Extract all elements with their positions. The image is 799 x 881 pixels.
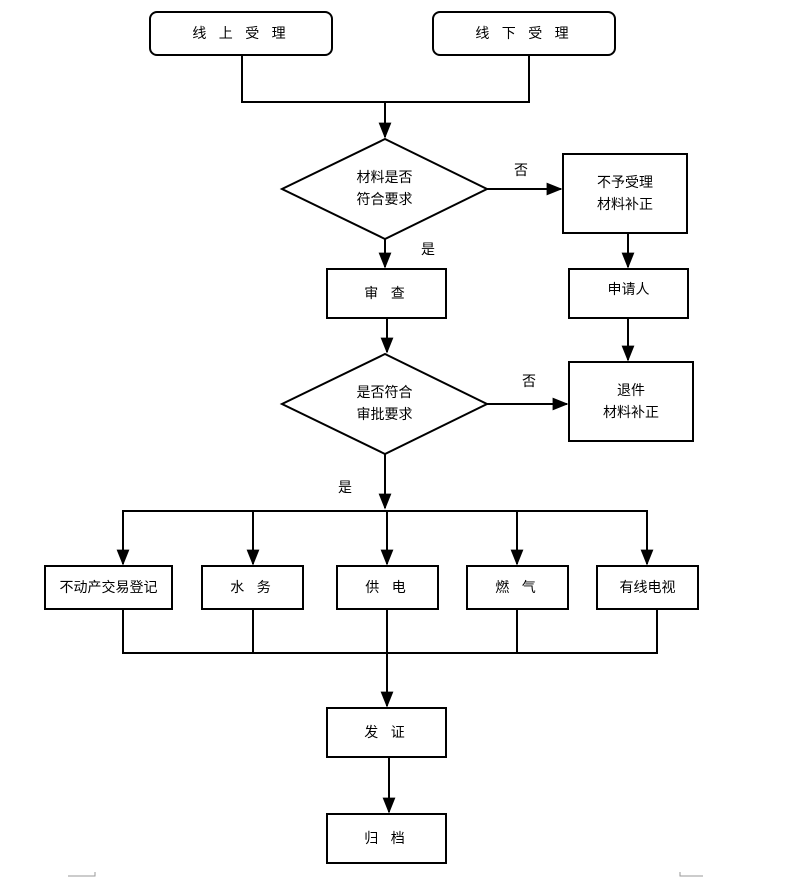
applicant-label: 申请人 — [607, 282, 650, 298]
review-label: 审 查 — [364, 285, 409, 302]
realestate-shape — [44, 565, 173, 610]
decision1-node: 材料是否 符合要求 — [282, 164, 487, 214]
corner-mark-left — [68, 872, 96, 877]
edge-label-yes-1: 是 — [421, 242, 435, 258]
corner-mark-right — [679, 872, 703, 877]
edge-label-no-1: 否 — [514, 163, 528, 179]
offline-node-label: 线 下 受 理 — [475, 25, 573, 42]
certificate-node: 发 证 — [327, 708, 446, 757]
offline-node: 线 下 受 理 — [433, 12, 615, 55]
certificate-label: 发 证 — [364, 724, 409, 741]
gas-node: 燃 气 — [467, 566, 568, 609]
reject1-label-line1: 不予受理 — [597, 174, 653, 191]
realestate-label: 不动产交易登记 — [59, 579, 158, 596]
power-label: 供 电 — [365, 579, 410, 596]
power-node: 供 电 — [337, 566, 438, 609]
certificate-shape — [326, 707, 447, 758]
decision2-label-line1: 是否符合 — [356, 385, 413, 401]
gas-label: 燃 气 — [495, 579, 540, 596]
start-merge-line — [241, 55, 530, 103]
return-label-line2: 材料补正 — [603, 404, 659, 421]
reject1-node: 不予受理 材料补正 — [563, 154, 687, 233]
archive-node: 归 档 — [327, 814, 446, 863]
power-shape — [336, 565, 439, 610]
archive-shape — [326, 813, 447, 864]
reject1-label-line2: 材料补正 — [597, 196, 653, 213]
archive-label: 归 档 — [364, 830, 409, 847]
offline-node-shape — [432, 11, 616, 56]
return-node: 退件 材料补正 — [569, 362, 693, 441]
reject1-shape — [562, 153, 688, 234]
edge-label-yes-2: 是 — [338, 480, 352, 496]
water-node: 水 务 — [202, 566, 303, 609]
decision2-label-line2: 审批要求 — [356, 407, 413, 423]
review-node: 审 查 — [327, 269, 446, 318]
return-shape — [568, 361, 694, 442]
applicant-shape — [568, 268, 689, 319]
cable-label: 有线电视 — [619, 579, 676, 596]
decision1-label-line1: 材料是否 — [356, 170, 413, 186]
cable-shape — [596, 565, 699, 610]
water-shape — [201, 565, 304, 610]
online-node-label: 线 上 受 理 — [192, 25, 290, 42]
online-node: 线 上 受 理 — [150, 12, 332, 55]
realestate-node: 不动产交易登记 — [45, 566, 172, 609]
return-label-line1: 退件 — [617, 382, 645, 399]
cable-node: 有线电视 — [597, 566, 698, 609]
edge-label-no-2: 否 — [522, 374, 536, 390]
decision1-label-line2: 符合要求 — [356, 192, 413, 208]
water-label: 水 务 — [230, 579, 275, 596]
decision2-node: 是否符合 审批要求 — [282, 379, 487, 429]
applicant-node: 申请人 — [569, 269, 688, 311]
